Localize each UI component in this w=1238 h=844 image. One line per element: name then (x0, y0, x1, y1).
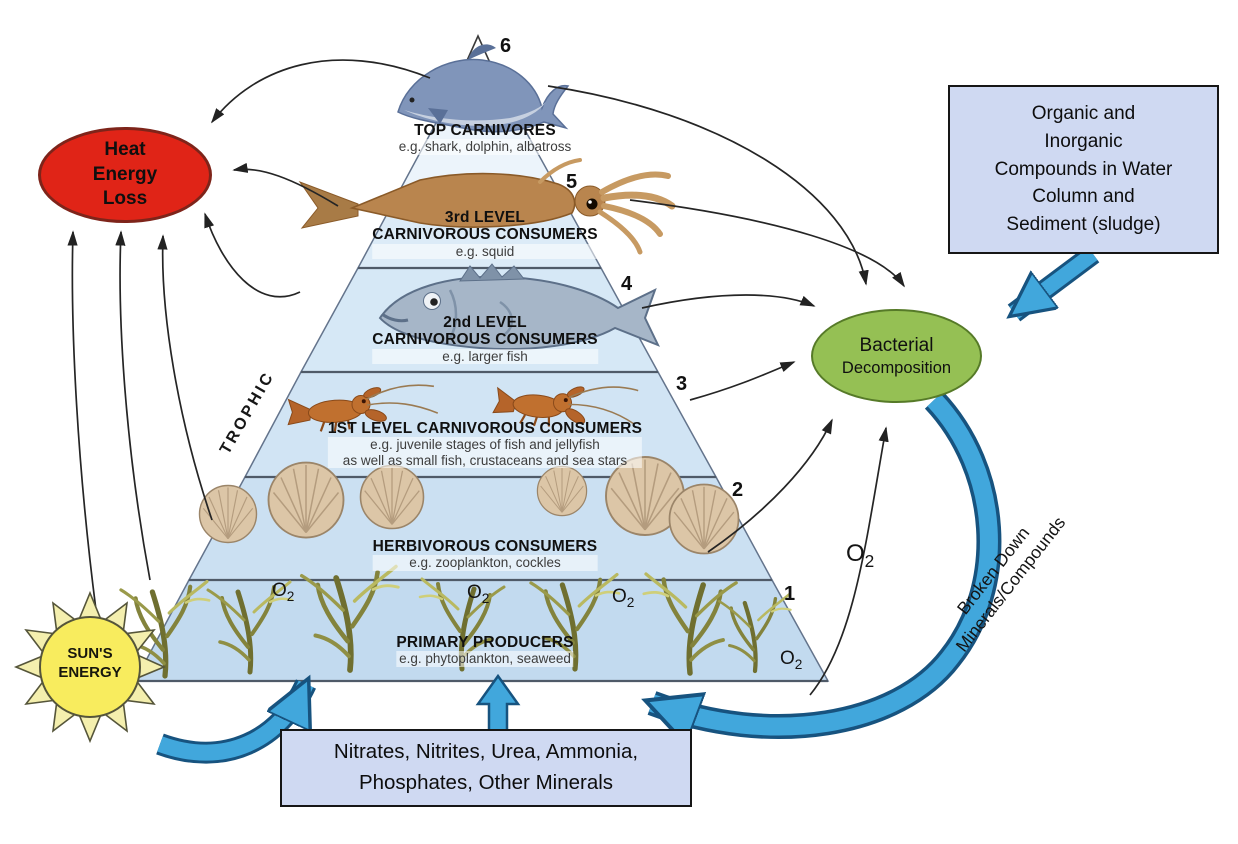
nitrates-line-2: Phosphates, Other Minerals (358, 771, 614, 794)
arrow-level4-to-bacteria (641, 294, 816, 309)
arrow-lower-left-1-to-heat (67, 230, 97, 611)
level-2-example: e.g. zooplankton, cockles (372, 555, 598, 571)
level-6-label: TOP CARNIVORES e.g. shark, dolphin, alba… (398, 122, 572, 155)
level-number-6: 6 (500, 35, 511, 57)
arrow-level3-to-bacteria (689, 361, 796, 401)
arrow-level1-to-bacteria (809, 426, 889, 696)
level-3-example-1: e.g. juvenile stages of fish and jellyfi… (327, 437, 643, 453)
arrow-lower-left-2-to-heat (115, 230, 151, 581)
pyramid-level-separators (135, 186, 828, 683)
level-4-title-1: 2nd LEVEL (443, 314, 527, 331)
suns-energy-label: SUN'S ENERGY (38, 645, 142, 683)
level-6-title: TOP CARNIVORES (414, 122, 556, 139)
bacteria-line-2: Decomposition (841, 358, 952, 377)
o2-label-2: O2 (467, 582, 490, 606)
level-5-label: 3rd LEVEL CARNIVOROUS CONSUMERS e.g. squ… (372, 209, 598, 260)
o2-label-1: O2 (272, 580, 295, 604)
arrow-level4-to-heat (204, 212, 301, 298)
nutrient-arrows (156, 245, 1100, 764)
heat-energy-loss-node: Heat Energy Loss (38, 127, 212, 223)
sun-line-2: ENERGY (58, 663, 122, 681)
level-5-example: e.g. squid (372, 243, 598, 260)
energy-flow-arrows (67, 59, 905, 696)
level-5-title-1: 3rd LEVEL (444, 209, 526, 226)
organic-compounds-box: Organic and Inorganic Compounds in Water… (948, 85, 1219, 254)
level-3-label: 1ST LEVEL CARNIVOROUS CONSUMERS e.g. juv… (327, 420, 643, 469)
heat-line-2: Energy (92, 163, 158, 185)
broken-down-arrow (652, 393, 998, 727)
nitrates-line-1: Nitrates, Nitrites, Urea, Ammonia, (333, 740, 639, 764)
level-number-3: 3 (676, 373, 687, 395)
level-5-title-2: CARNIVOROUS CONSUMERS (372, 226, 598, 244)
heat-line-1: Heat (104, 138, 146, 160)
level-number-4: 4 (621, 273, 633, 295)
level-4-title-2: CARNIVOROUS CONSUMERS (372, 331, 598, 349)
o2-label-5: O2 (846, 540, 875, 571)
level-4-label: 2nd LEVEL CARNIVOROUS CONSUMERS e.g. lar… (372, 314, 598, 365)
level-3-title: 1ST LEVEL CARNIVOROUS CONSUMERS (327, 420, 643, 437)
squid-illustration (298, 158, 676, 255)
organic-to-bacteria-arrow (1014, 247, 1098, 320)
organic-line-3: Compounds in Water (994, 158, 1173, 180)
level-1-example: e.g. phytoplankton, seaweed (396, 651, 574, 667)
arrow-top-to-heat (210, 59, 431, 124)
level-2-title: HERBIVOROUS CONSUMERS (372, 538, 598, 555)
level-number-2: 2 (732, 479, 743, 501)
level-3-example-2: as well as small fish, crustaceans and s… (327, 452, 643, 469)
level-4-example: e.g. larger fish (372, 348, 598, 365)
level-6-example: e.g. shark, dolphin, albatross (398, 139, 572, 155)
organic-line-2: Inorganic (1044, 130, 1123, 152)
level-2-label: HERBIVOROUS CONSUMERS e.g. zooplankton, … (372, 538, 598, 571)
arrow-level5-to-bacteria (629, 199, 905, 288)
o2-label-3: O2 (612, 586, 635, 610)
sun-line-1: SUN'S (67, 645, 113, 662)
arrow-top-to-bacteria (547, 85, 869, 286)
arrow-level5-to-heat (232, 162, 339, 207)
crayfish-illustration (287, 384, 639, 432)
trophic-level-numbers: 6 5 4 3 2 1 (500, 35, 795, 605)
sun-illustration (13, 590, 167, 744)
heat-line-3: Loss (102, 188, 148, 210)
organic-line-5: Sediment (sludge) (1006, 214, 1161, 236)
level-number-1: 1 (784, 583, 795, 605)
arrow-level2-to-bacteria (707, 418, 833, 553)
sun-to-producers-arrow (157, 684, 314, 761)
level-number-5: 5 (566, 171, 577, 193)
o2-label-4: O2 (780, 648, 803, 672)
level-1-title: PRIMARY PRODUCERS (396, 634, 574, 651)
bacterial-decomposition-node: Bacterial Decomposition (811, 309, 982, 403)
level-1-label: PRIMARY PRODUCERS e.g. phytoplankton, se… (396, 634, 574, 667)
organic-line-1: Organic and (1031, 102, 1136, 124)
organic-line-4: Column and (1032, 186, 1135, 208)
nitrates-minerals-box: Nitrates, Nitrites, Urea, Ammonia, Phosp… (280, 729, 692, 807)
bacteria-line-1: Bacterial (859, 334, 934, 356)
fish-illustration (378, 263, 661, 351)
dolphin-illustration (397, 44, 570, 133)
arrow-lower-left-3-to-heat (157, 234, 213, 521)
